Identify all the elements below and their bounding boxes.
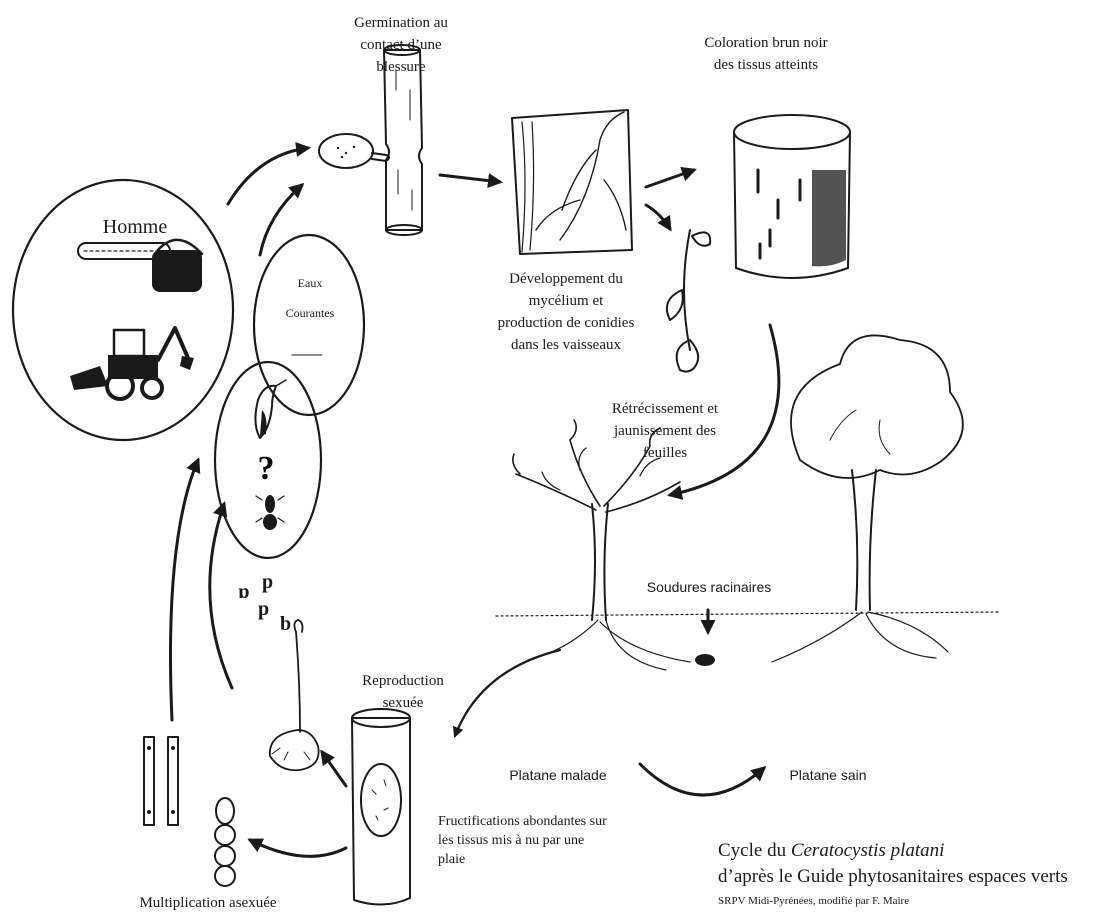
cycle-arrows — [170, 148, 778, 856]
label-platane-sain: Platane sain — [768, 764, 888, 786]
arrow-tree-to-fruiting — [455, 650, 560, 736]
discoloured-trunk-icon — [734, 115, 850, 278]
fruiting-trunk-icon — [352, 709, 410, 905]
caption-prefix: Cycle du — [718, 840, 791, 861]
arrow-sexual-up — [210, 504, 232, 688]
arrow-vessels-to-trunk — [646, 170, 694, 187]
ascospores-icon: p — [258, 598, 269, 620]
spore-dish-icon — [319, 134, 389, 168]
arrow-malade-to-sain — [640, 764, 764, 795]
arrow-fruiting-to-asexual — [250, 840, 346, 856]
chainsaw-icon — [78, 240, 202, 292]
wilted-leaves-icon — [667, 230, 710, 372]
healthy-plane-tree — [791, 335, 963, 610]
caption-credit: SRPV Midi-Pyrénées, modifié par F. Maire — [718, 894, 1068, 908]
insect-icon — [256, 495, 284, 530]
label-reproduction: Reproduction sexuée — [338, 670, 468, 714]
figure-caption: Cycle du Ceratocystis platani d’après le… — [718, 838, 1068, 908]
ascospores-icon: ɒ — [238, 581, 250, 603]
label-platane-malade: Platane malade — [488, 764, 628, 786]
label-retrecissement: Rétrécissement et jaunissement des feuil… — [580, 398, 750, 464]
conidiophores-icon — [144, 737, 178, 825]
label-fructifications: Fructifications abondantes sur les tissu… — [438, 812, 668, 869]
label-germination: Germination au contact d’une blessure — [326, 12, 476, 78]
label-soudures: Soudures racinaires — [634, 576, 784, 598]
arrow-fruiting-to-sexual — [322, 752, 346, 786]
label-eaux: Eaux — [270, 272, 350, 294]
label-homme: Homme — [80, 216, 190, 238]
arrow-water-to-spore — [260, 185, 302, 255]
perithecium-icon — [270, 620, 319, 770]
arrow-human-to-spore — [228, 148, 308, 204]
caption-line2: d’après le Guide phytosanitaires espaces… — [718, 866, 1068, 887]
label-multiplication: Multiplication asexuée — [108, 892, 308, 914]
label-developpement: Développement du mycélium et production … — [476, 268, 656, 356]
arrow-trunk-to-vessels — [440, 175, 500, 182]
label-courantes: Courantes — [260, 302, 360, 324]
arrow-vessels-to-leaves — [646, 205, 670, 229]
caption-species: Ceratocystis platani — [791, 840, 945, 861]
running-water-ellipse — [254, 235, 364, 415]
vessels-block-icon — [512, 110, 632, 254]
question-mark: ? — [258, 450, 275, 487]
ascospores-icon: p — [262, 571, 273, 593]
backhoe-loader-icon — [70, 328, 194, 399]
label-coloration: Coloration brun noir des tissus atteints — [676, 32, 856, 76]
ascospores-icon: b — [280, 613, 291, 635]
arrow-asexual-up — [170, 460, 198, 720]
chlamydospores-icon — [215, 798, 235, 886]
ground-line — [496, 612, 1000, 670]
